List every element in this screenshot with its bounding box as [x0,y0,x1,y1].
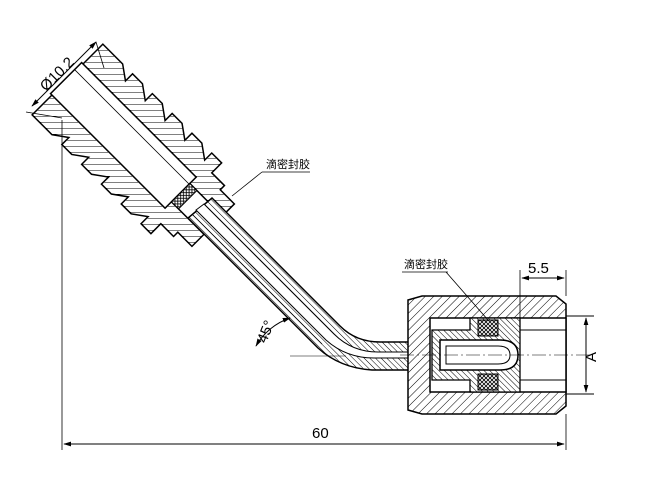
note-lower-leader [445,271,489,321]
angle-label: 45° [254,318,278,345]
ferrule-bottom [477,373,499,391]
note-lower: 滴密封胶 [404,257,448,271]
tube-centerline [191,213,323,345]
note-upper: 滴密封胶 [266,157,310,171]
note-upper-leader [231,171,263,197]
nut-fitting [400,295,594,415]
ferrule-top [477,319,499,337]
angle-arc [255,317,291,347]
dia-ext-2 [25,111,63,119]
offset-label: 5.5 [528,260,549,277]
sealant-ring-upper [170,182,198,210]
dia-ext-1 [95,41,105,69]
bent-tube [186,196,441,371]
dia-dim-line [31,41,97,107]
port-label: A [583,352,600,362]
tube-outer-wall [186,196,441,371]
length-label: 60 [312,425,329,442]
notes: 滴密封胶 滴密封胶 [231,157,489,321]
